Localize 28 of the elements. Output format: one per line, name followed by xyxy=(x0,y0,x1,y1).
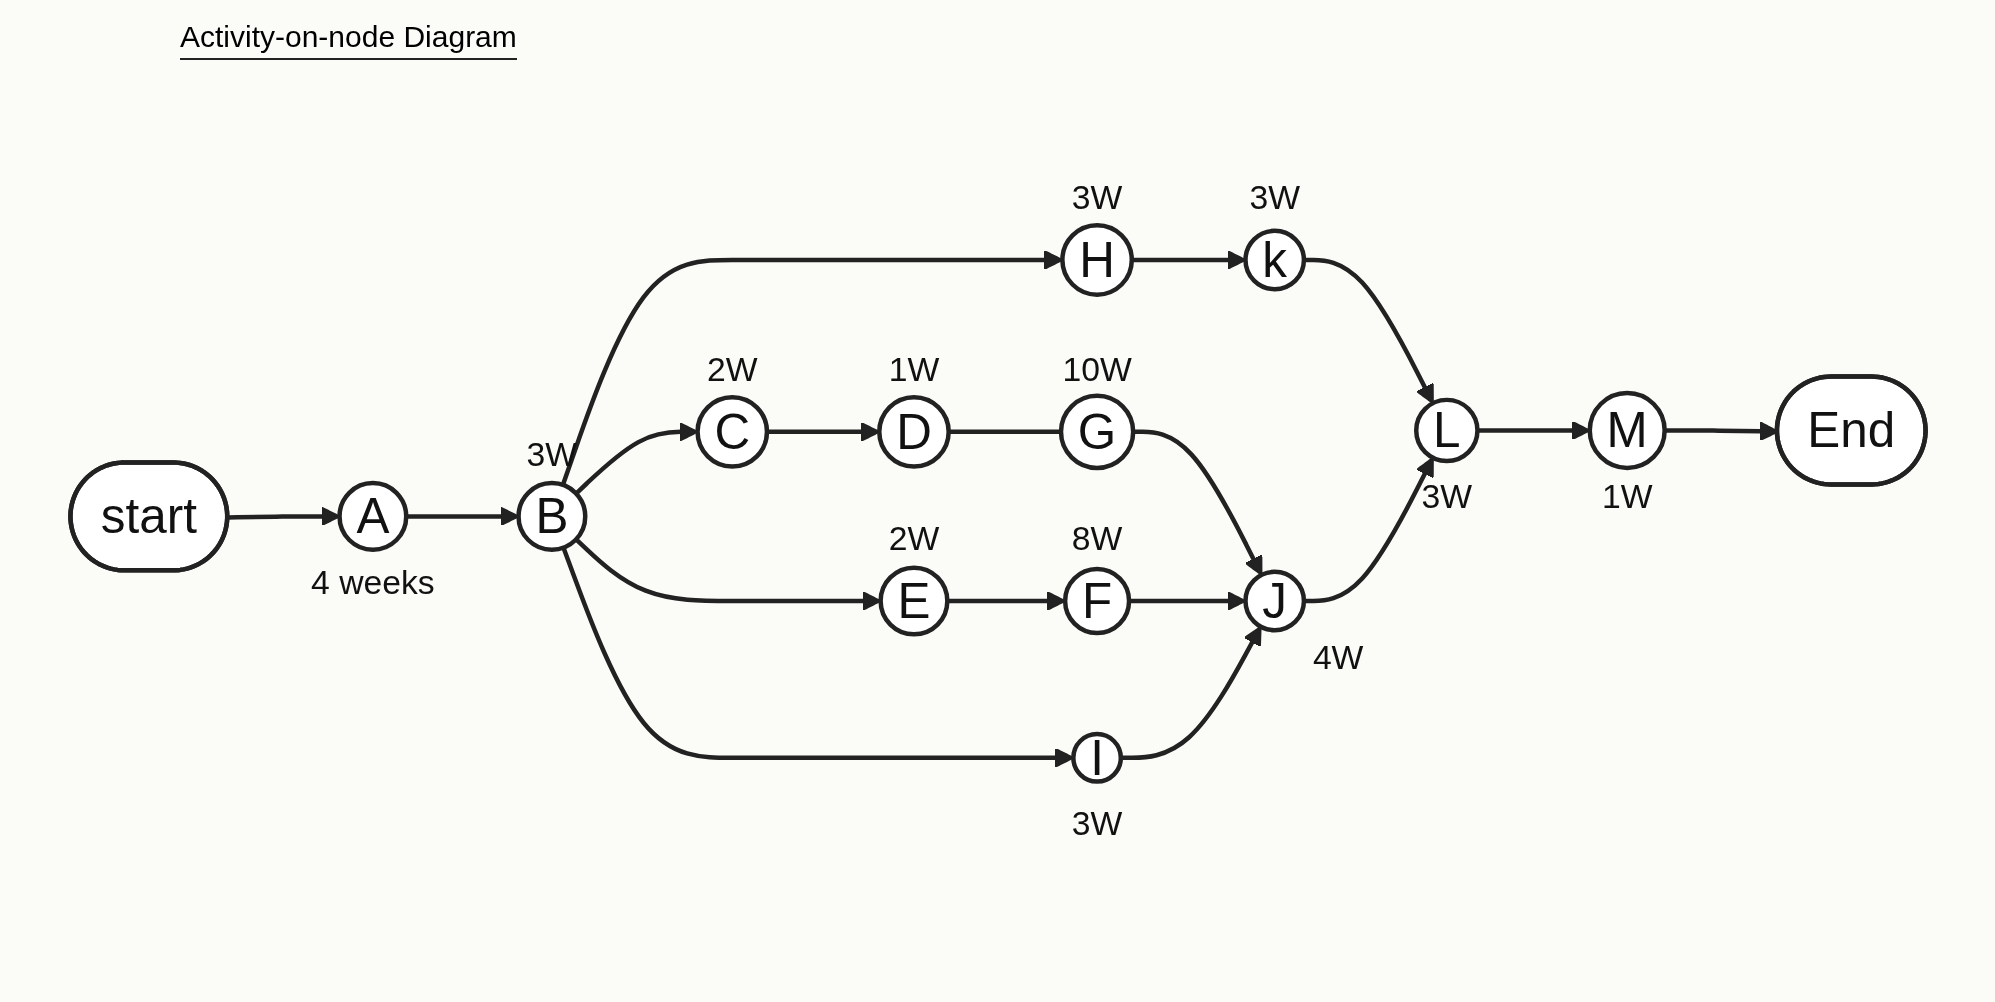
diagram-title: Activity-on-node Diagram xyxy=(180,20,517,60)
duration-label: 3W xyxy=(1421,478,1472,515)
duration-label: 3W xyxy=(1071,179,1122,217)
duration-label: 3W xyxy=(1248,179,1300,217)
activity-circle: G xyxy=(1058,393,1135,471)
activity-circle: C xyxy=(694,394,769,469)
duration-label: 2W xyxy=(888,520,939,558)
duration-label: 8W xyxy=(1071,520,1122,558)
duration-label: 1W xyxy=(888,351,939,389)
duration-label: 2W xyxy=(706,351,758,389)
terminal-oval: End xyxy=(1774,374,1928,487)
activity-circle: L xyxy=(1413,397,1480,464)
duration-label: 4W xyxy=(1312,639,1363,677)
activity-circle: B xyxy=(515,480,587,552)
activity-circle: H xyxy=(1059,223,1134,297)
duration-label: 3W xyxy=(1071,805,1122,843)
activity-circle: M xyxy=(1587,390,1667,471)
activity-circle: F xyxy=(1062,566,1131,636)
activity-circle: I xyxy=(1070,729,1123,786)
duration-label: 10W xyxy=(1061,351,1132,389)
duration-label: 4 weeks xyxy=(310,563,435,601)
activity-circle: k xyxy=(1242,228,1306,292)
activity-circle: D xyxy=(876,394,951,469)
duration-label: 1W xyxy=(1601,478,1652,516)
activity-circle: A xyxy=(336,480,408,552)
activity-circle: E xyxy=(877,565,950,637)
terminal-oval: start xyxy=(67,460,229,573)
activity-circle: J xyxy=(1242,569,1306,633)
